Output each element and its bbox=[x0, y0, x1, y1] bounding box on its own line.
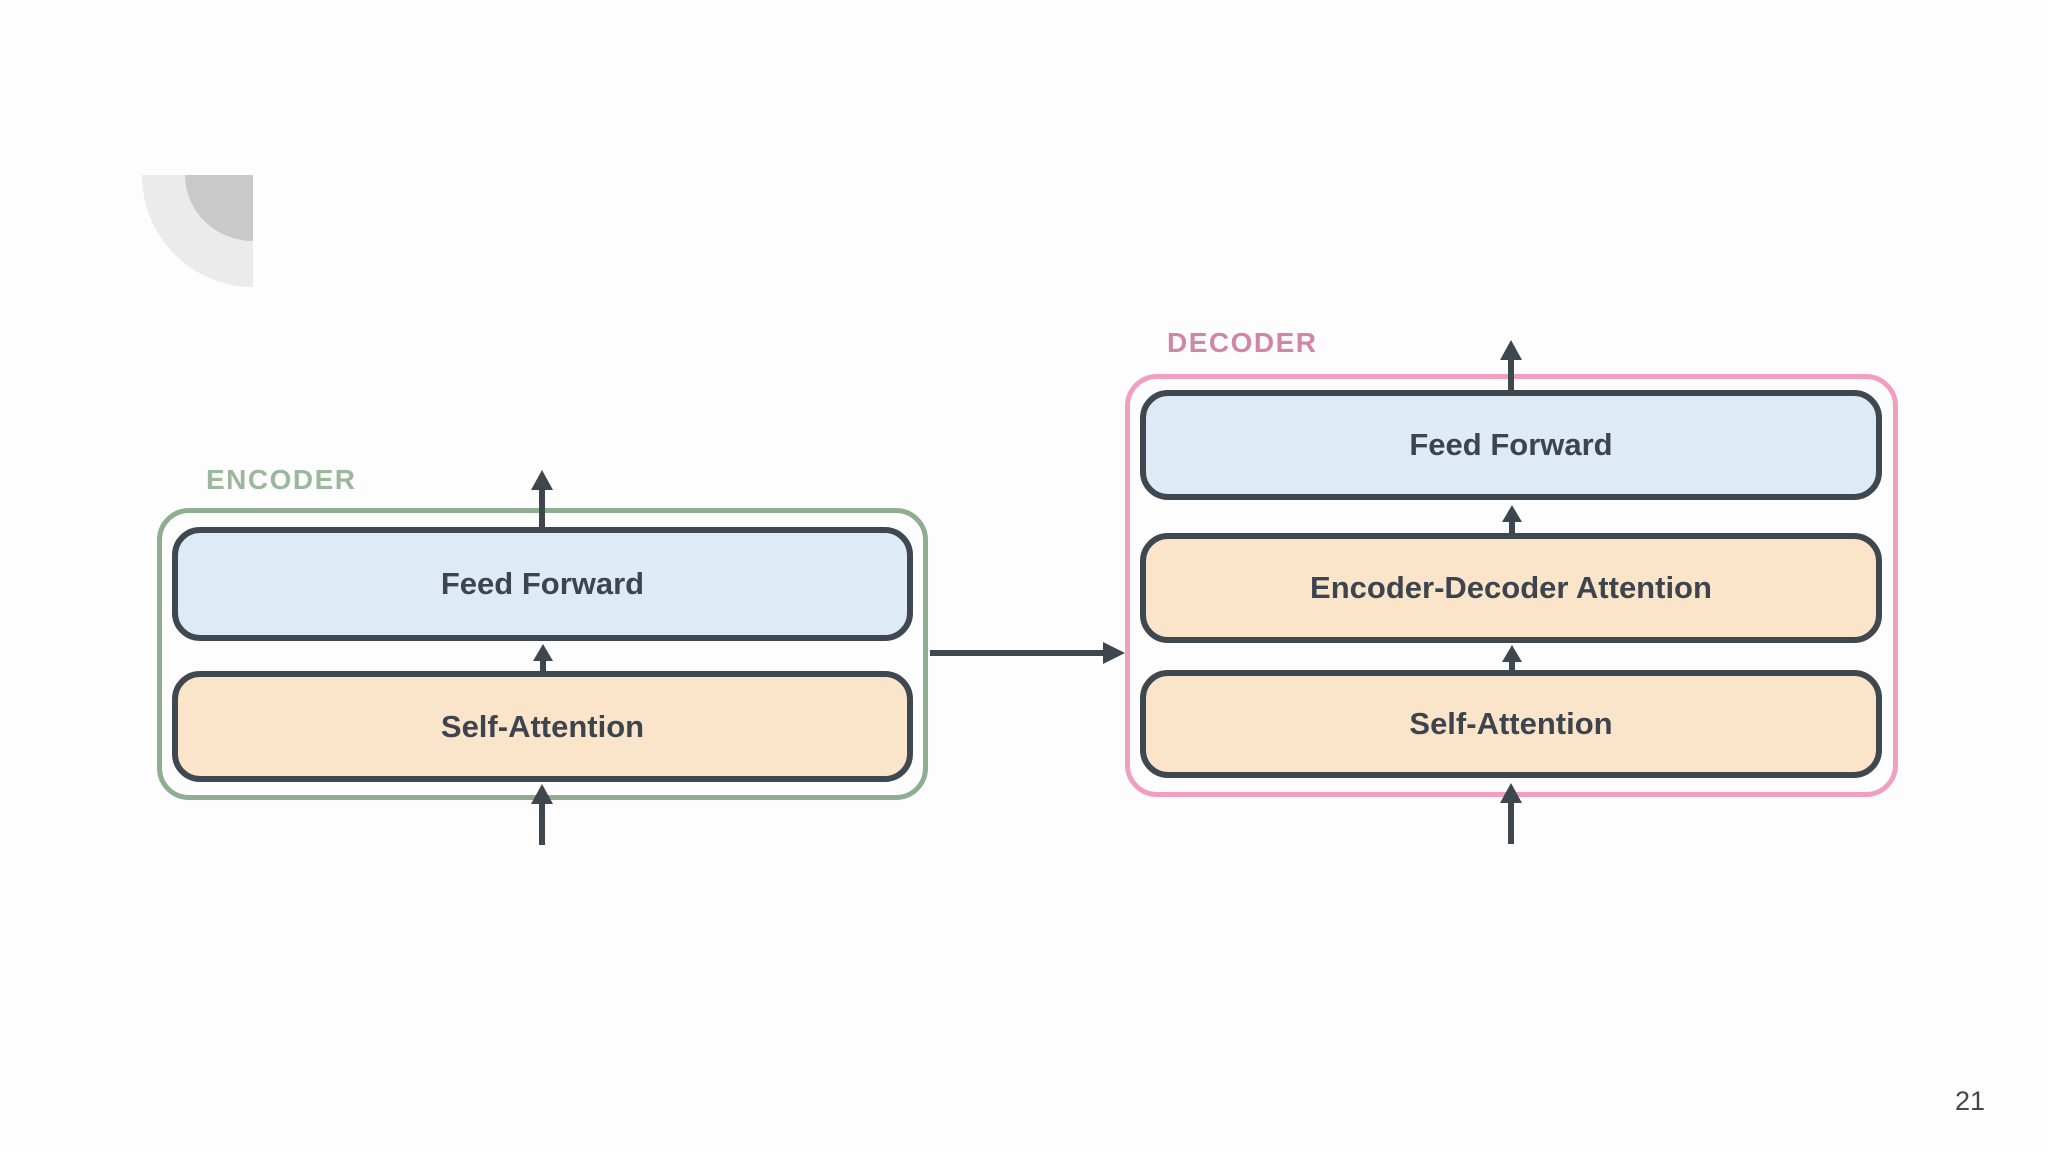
decoder-internal-arrow-upper-icon bbox=[1501, 505, 1523, 533]
decoder-feed-forward-label: Feed Forward bbox=[1409, 427, 1613, 462]
arrow-shaft bbox=[540, 661, 546, 671]
arrow-head bbox=[1502, 645, 1522, 662]
arrow-head bbox=[1103, 642, 1125, 664]
arrow-shaft bbox=[1509, 662, 1515, 670]
arrow-head bbox=[1502, 505, 1522, 522]
decoder-internal-arrow-lower-icon bbox=[1501, 645, 1523, 670]
decoder-input-arrow-icon bbox=[1500, 783, 1522, 844]
encoder-to-decoder-arrow-icon bbox=[930, 642, 1125, 664]
arrow-head bbox=[533, 644, 553, 661]
arrow-shaft bbox=[539, 490, 545, 527]
encoder-output-arrow-icon bbox=[531, 470, 553, 527]
decoder-output-arrow-icon bbox=[1500, 340, 1522, 390]
decoder-encoder-decoder-attention-block: Encoder-Decoder Attention bbox=[1140, 533, 1882, 643]
arrow-shaft bbox=[1508, 360, 1514, 390]
encoder-feed-forward-block: Feed Forward bbox=[172, 527, 913, 641]
decoder-group-label: DECODER bbox=[1167, 327, 1318, 358]
decoder-self-attention-block: Self-Attention bbox=[1140, 670, 1882, 778]
decoder-self-attention-label: Self-Attention bbox=[1409, 706, 1613, 741]
arrow-head bbox=[1500, 783, 1522, 803]
arrow-shaft bbox=[539, 804, 545, 845]
arrow-shaft bbox=[930, 650, 1103, 656]
page-number: 21 bbox=[1955, 1086, 1986, 1116]
arrow-head bbox=[531, 470, 553, 490]
encoder-self-attention-label: Self-Attention bbox=[440, 708, 645, 744]
arrow-shaft bbox=[1509, 522, 1515, 533]
encoder-feed-forward-label: Feed Forward bbox=[440, 566, 645, 601]
encoder-group-label: ENCODER bbox=[206, 464, 357, 495]
arrow-head bbox=[1500, 340, 1522, 360]
arrow-head bbox=[531, 784, 553, 804]
encoder-internal-arrow-icon bbox=[532, 644, 554, 671]
decoder-encoder-decoder-attention-label: Encoder-Decoder Attention bbox=[1310, 570, 1712, 605]
decoder-feed-forward-block: Feed Forward bbox=[1140, 390, 1882, 500]
encoder-self-attention-block: Self-Attention bbox=[172, 671, 913, 782]
arrow-shaft bbox=[1508, 803, 1514, 844]
encoder-input-arrow-icon bbox=[531, 784, 553, 845]
